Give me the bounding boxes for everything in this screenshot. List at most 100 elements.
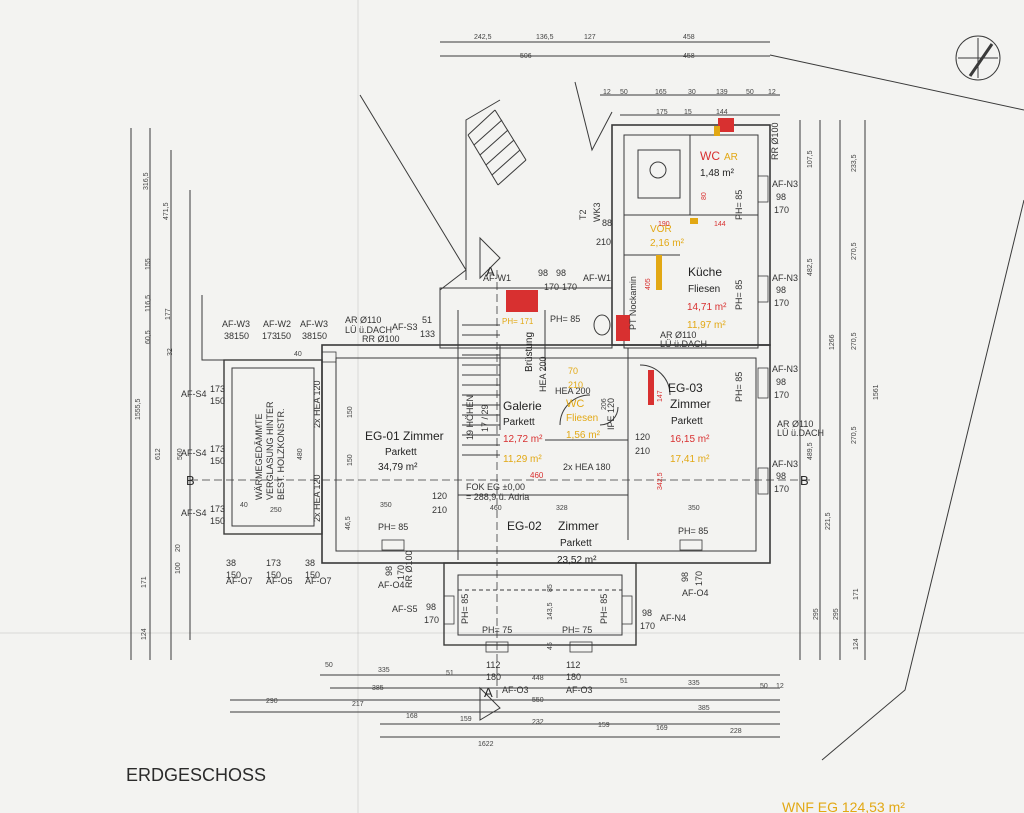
dim-150-i: 150 <box>226 570 241 580</box>
dim-170-c: 170 <box>774 390 789 400</box>
parapet-ph75-b: PH= 75 <box>562 625 592 635</box>
site-boundary-line <box>359 94 467 291</box>
chimney-label: PT Nockamin <box>628 276 638 330</box>
dim-144-a: 144 <box>716 109 728 116</box>
dim-150-b: 150 <box>347 454 354 466</box>
wintergarden-note: WÄRMEGEDÄMMTE VERGLASUNG HINTER BEST. HO… <box>254 401 286 500</box>
dim-150-c: 150 <box>234 331 249 341</box>
dim-51-b: 51 <box>446 670 454 677</box>
wintergarden-note-line2: VERGLASUNG HINTER <box>265 401 275 500</box>
window-afo7-left: AF-O7 <box>226 576 253 586</box>
dim-51: 51 <box>422 315 432 325</box>
dim-228: 228 <box>730 728 742 735</box>
room-eg02-code: EG-02 <box>507 519 542 533</box>
dim-150-k: 150 <box>305 570 320 580</box>
north-wing-inner <box>623 134 759 349</box>
window-afs4-c: AF-S4 <box>181 508 207 518</box>
room-galerie-area-red: 12,72 m² <box>503 434 543 445</box>
parapet-ph85-f: PH= 85 <box>734 372 744 402</box>
dimension-labels: 242,5 136,5 127 458 506 458 12 50 165 30… <box>135 34 880 748</box>
room-galerie-area-orange: 11,29 m² <box>503 454 542 465</box>
dim-15: 15 <box>684 109 692 116</box>
room-wc-small-floor: Fliesen <box>566 413 598 424</box>
dim-50-d: 50 <box>760 683 768 690</box>
dim-173-b: 173 <box>210 384 225 394</box>
dim-1622: 1622 <box>478 741 494 748</box>
dim-1561: 1561 <box>873 384 880 400</box>
dim-98-j: 98 <box>556 268 566 278</box>
dim-112-b: 112 <box>566 660 580 670</box>
dim-170-d: 170 <box>774 484 789 494</box>
dim-1075: 107,5 <box>807 150 814 168</box>
section-lines <box>190 270 810 700</box>
dim-605: 60,5 <box>145 330 152 344</box>
window-afw3-left: AF-W3 <box>222 319 250 329</box>
north-wing-wall <box>611 124 771 346</box>
site-boundary-line <box>465 99 501 280</box>
dim-217: 217 <box>352 701 364 708</box>
stairs-label: 19 HÖHEN <box>465 395 475 440</box>
dim-2425: 242,5 <box>474 34 492 41</box>
red-markings <box>506 118 734 405</box>
dim-50-a: 50 <box>620 89 628 96</box>
site-boundary-line <box>821 199 1024 761</box>
dim-169: 169 <box>656 725 668 732</box>
dim-2705-a: 270,5 <box>851 242 858 260</box>
window-afo7-right: AF-O7 <box>305 576 332 586</box>
entry-wall <box>439 287 613 349</box>
window-afn3-d: AF-N3 <box>772 459 798 469</box>
vent-ar110-c: AR Ø110 <box>777 419 813 429</box>
dim-98-b: 98 <box>776 285 786 295</box>
parapet-ph85-e: PH= 85 <box>734 280 744 310</box>
dim-448: 448 <box>532 675 544 682</box>
dim-159-a: 159 <box>460 716 472 723</box>
room-eg03-floor: Parkett <box>671 416 703 427</box>
section-b-right: B <box>800 473 809 488</box>
dim-98-c: 98 <box>776 377 786 387</box>
dim-38-a: 38 <box>224 331 234 341</box>
dim-15555: 1555,5 <box>135 398 142 420</box>
vent-ludach-b: LÜ ü.DACH <box>660 339 707 349</box>
dim-38-b: 38 <box>302 331 312 341</box>
dim-51-c: 51 <box>620 678 628 685</box>
window-afn3-a: AF-N3 <box>772 179 798 189</box>
beam-hea120-b: 2x HEA 120 <box>312 474 322 522</box>
dim-3165: 316,5 <box>143 172 150 190</box>
door-swing <box>639 364 671 396</box>
dim-165: 165 <box>655 89 667 96</box>
parapet-ph75-a: PH= 75 <box>482 625 512 635</box>
dim-120-a: 120 <box>635 432 650 442</box>
window-afn4: AF-N4 <box>660 613 686 623</box>
room-eg03-area-red: 16,15 m² <box>670 434 710 445</box>
bruestung-label: Brüstung <box>524 332 535 372</box>
plan-title: ERDGESCHOSS <box>126 765 266 785</box>
room-kueche-area-orange: 11,97 m² <box>687 320 726 331</box>
dim-173-e: 173 <box>266 558 281 568</box>
dim-335-a: 335 <box>378 667 390 674</box>
dim-173-a: 173 <box>262 331 277 341</box>
dim-150-j: 150 <box>266 570 281 580</box>
window-afo4-right: AF-O4 <box>682 588 709 598</box>
dim-4715: 471,5 <box>163 202 170 220</box>
orange-markings <box>656 126 720 290</box>
dim-168: 168 <box>406 713 418 720</box>
dim-3425: 342,5 <box>657 472 664 490</box>
wc-toilet-fixture <box>593 314 611 336</box>
dim-170-a: 170 <box>774 205 789 215</box>
room-kueche-floor: Fliesen <box>688 284 720 295</box>
dim-150-g: 150 <box>210 456 225 466</box>
dim-173-c: 173 <box>210 444 225 454</box>
dim-98-g: 98 <box>384 566 394 576</box>
dim-12-b: 12 <box>768 89 776 96</box>
dim-328: 328 <box>556 505 568 512</box>
door-t2-label: T2 <box>578 209 588 220</box>
window-afs5: AF-S5 <box>392 604 418 614</box>
site-boundary-line <box>201 295 230 361</box>
dim-124-a: 124 <box>853 638 860 650</box>
dim-12-a: 12 <box>603 89 611 96</box>
room-kueche-area-red: 14,71 m² <box>687 302 727 313</box>
dim-127: 127 <box>584 34 596 41</box>
window-afw1-right: AF-W1 <box>583 273 611 283</box>
dim-170-i: 170 <box>544 282 559 292</box>
window-afs3: AF-S3 <box>392 322 418 332</box>
